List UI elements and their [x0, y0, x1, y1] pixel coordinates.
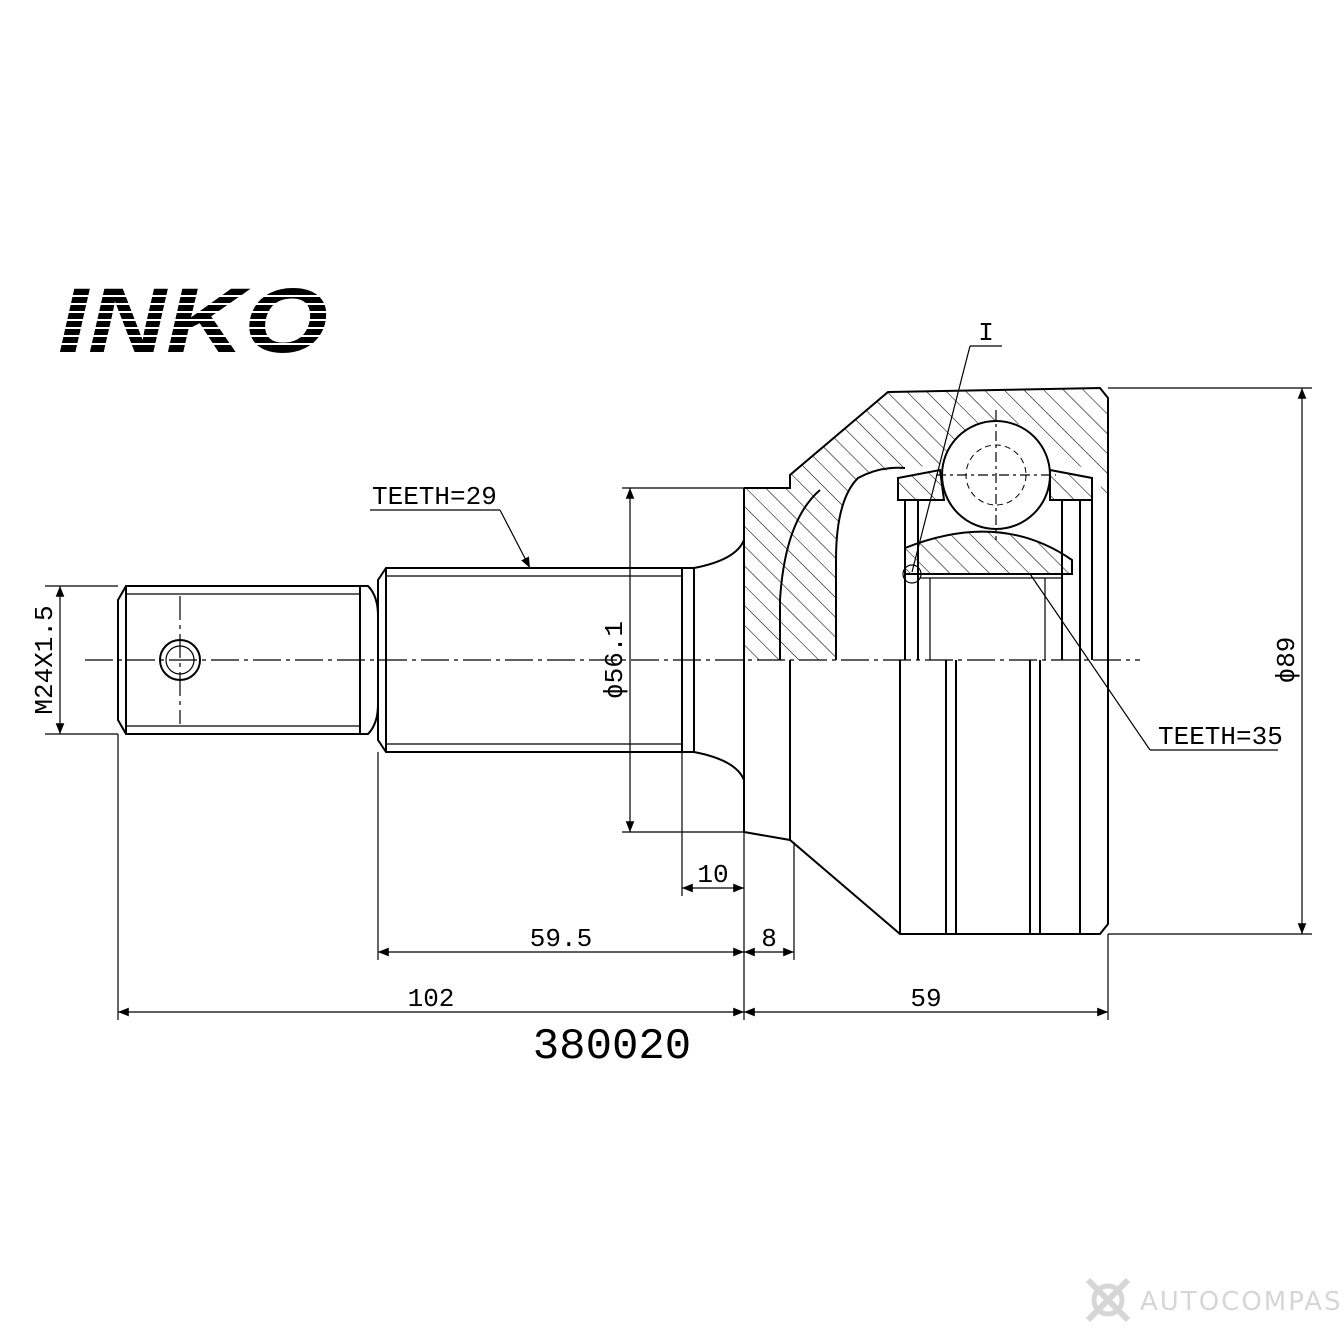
gear-cross-icon [1085, 1277, 1131, 1323]
svg-text:TEETH=29: TEETH=29 [372, 482, 497, 512]
svg-text:I: I [978, 318, 994, 348]
dimension-8: 8 [744, 924, 794, 957]
svg-text:TEETH=35: TEETH=35 [1158, 722, 1283, 752]
svg-text:59: 59 [910, 984, 941, 1014]
svg-text:8: 8 [761, 924, 777, 954]
dimension-102: 102 [118, 984, 744, 1017]
dimension-thread: M24X1.5 [30, 585, 118, 735]
housing-outside [743, 660, 1109, 935]
dimension-housing-diameter: ϕ89 [1108, 387, 1312, 935]
svg-text:10: 10 [697, 860, 728, 890]
extension-lines [117, 734, 1109, 1020]
svg-text:102: 102 [408, 984, 455, 1014]
housing-section [743, 386, 1109, 660]
dimension-59: 59 [744, 984, 1108, 1017]
dimension-10: 10 [682, 860, 744, 893]
cotter-hole [159, 639, 201, 681]
callout-detail-i: I [911, 318, 1002, 573]
watermark: AUTOCOMPAS [1085, 1277, 1343, 1323]
svg-text:ϕ89: ϕ89 [1272, 637, 1302, 684]
threaded-stub [117, 585, 379, 735]
dimension-59-5: 59.5 [378, 924, 744, 957]
callout-teeth-29: TEETH=29 [370, 482, 531, 569]
svg-text:59.5: 59.5 [530, 924, 592, 954]
svg-text:M24X1.5: M24X1.5 [30, 605, 60, 714]
callout-teeth-35: TEETH=35 [1029, 573, 1283, 752]
svg-text:AUTOCOMPAS: AUTOCOMPAS [1140, 1287, 1343, 1317]
inko-logo: INKO [40, 270, 340, 372]
dimension-spline-diameter: ϕ56.1 [600, 487, 744, 833]
part-number: 380020 [533, 1022, 691, 1072]
svg-text:ϕ56.1: ϕ56.1 [600, 621, 630, 699]
